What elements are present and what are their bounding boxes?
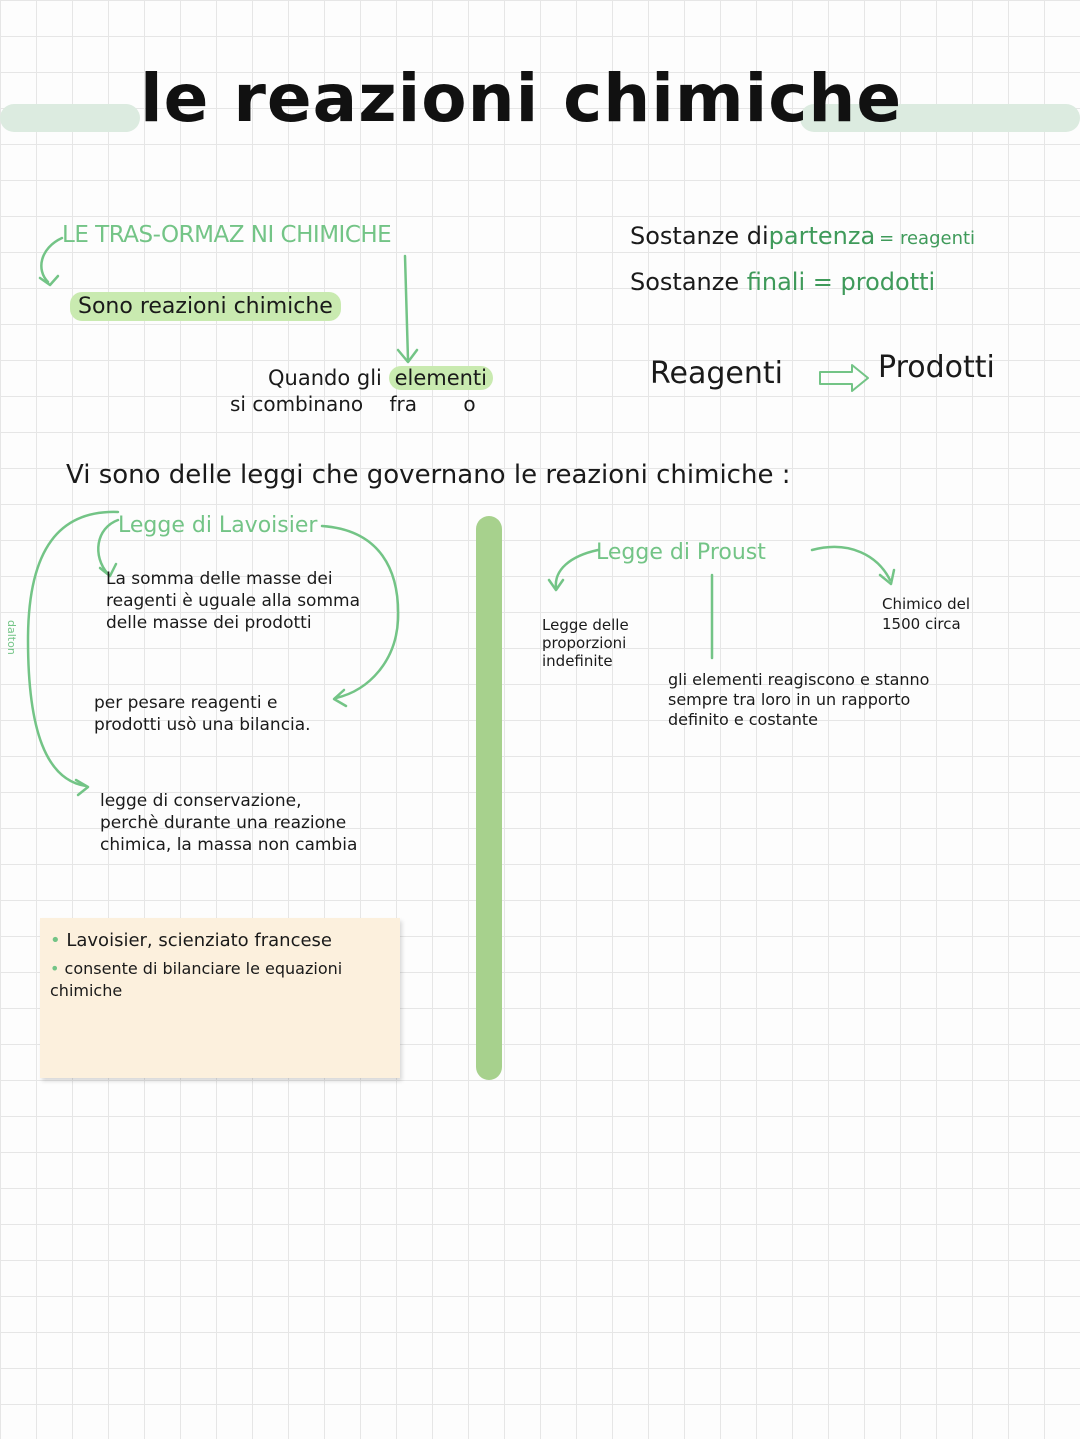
title-highlight-band-left bbox=[0, 104, 140, 132]
quando-elementi: elementi bbox=[388, 366, 493, 390]
lavoisier-note bbox=[40, 918, 400, 1078]
lavoisier-heading: Legge di Lavoisier bbox=[118, 513, 318, 538]
prodotti-word: = prodotti bbox=[812, 268, 936, 296]
trailing-o: o bbox=[463, 392, 476, 416]
sostanze-di: Sostanze di bbox=[630, 222, 769, 250]
note-bullet-1-text: Lavoisier, scienziato francese bbox=[66, 930, 332, 951]
sostanze-partenza-line: Sostanze dipartenza= reagenti bbox=[630, 222, 975, 250]
sostanze-finali-line: Sostanze finali = prodotti bbox=[630, 268, 935, 296]
curl-arrow-icon bbox=[40, 236, 64, 284]
dalton-side-label: dalton bbox=[5, 620, 18, 655]
proust-text: gli elementi reagiscono e stanno sempre … bbox=[668, 670, 930, 729]
down-arrow-icon bbox=[403, 254, 410, 362]
lavoisier-text-1: La somma delle masse dei reagenti è ugua… bbox=[106, 569, 360, 633]
note-bullet-2: • consente di bilanciare le equazioni ch… bbox=[50, 958, 390, 1002]
column-divider bbox=[476, 516, 502, 1080]
bullet-dot-icon: • bbox=[50, 959, 65, 978]
proust-left-arrow-icon bbox=[554, 548, 600, 590]
proust-left-label: Legge delle proporzioni indefinite bbox=[542, 616, 629, 670]
proust-right-arrow-icon bbox=[810, 545, 892, 582]
note-bullet-1: • Lavoisier, scienziato francese bbox=[50, 930, 390, 952]
quando-text: Quando gli bbox=[268, 366, 382, 390]
note-bullet-2-text: consente di bilanciare le equazioni chim… bbox=[50, 959, 343, 1000]
proust-right-label: Chimico del 1500 circa bbox=[882, 595, 971, 633]
leggi-intro: Vi sono delle leggi che governano le rea… bbox=[66, 460, 791, 490]
prodotti-label: Prodotti bbox=[878, 350, 995, 385]
fra: fra bbox=[389, 392, 418, 416]
sostanze-word: Sostanze bbox=[630, 268, 740, 296]
lavoisier-text-2: per pesare reagenti e prodotti usò una b… bbox=[94, 693, 311, 735]
title-highlight-band-right bbox=[800, 104, 1080, 132]
si-combinano: si combinano bbox=[230, 392, 364, 416]
quando-line-2: si combinano fra o bbox=[230, 392, 476, 416]
page-title: le reazioni chimiche bbox=[140, 60, 903, 137]
lavoisier-right-arrow-icon bbox=[320, 524, 400, 700]
reagenti-label: Reagenti bbox=[650, 356, 783, 391]
lavoisier-text-3: legge di conservazione, perchè durante u… bbox=[100, 791, 358, 855]
proust-heading: Legge di Proust bbox=[596, 540, 766, 565]
quando-line-1: Quando gli elementi bbox=[268, 366, 493, 390]
partenza-word: partenza bbox=[768, 222, 876, 250]
trasformazioni-heading: LE TRAS-ORMAZ NI CHIMICHE bbox=[62, 222, 392, 248]
bullet-dot-icon: • bbox=[50, 930, 67, 951]
reaction-arrow-icon bbox=[819, 364, 869, 392]
lavoisier-outer-arrow-icon bbox=[26, 510, 120, 788]
reagenti-word: = reagenti bbox=[879, 228, 976, 249]
sono-reazioni-chimiche: Sono reazioni chimiche bbox=[70, 292, 341, 321]
finali-word: finali bbox=[746, 268, 806, 296]
lavoisier-inner-arrow-icon bbox=[97, 518, 120, 576]
